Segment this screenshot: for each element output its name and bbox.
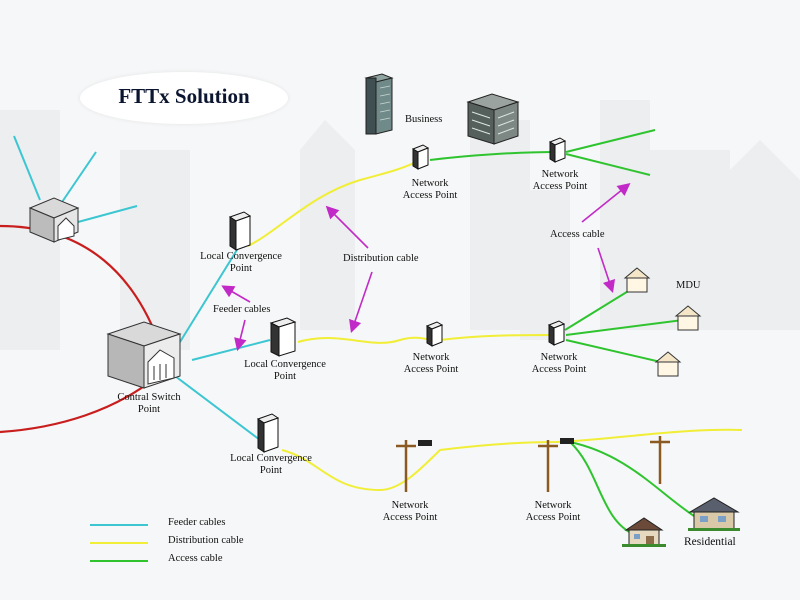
mdu-house-3-icon [654,351,682,377]
feeder-cable-nw-2 [59,151,97,206]
legend-swatch-access [90,560,148,562]
nap-mid-2-icon [547,320,566,346]
residential-house-2-icon [688,497,740,531]
legend-swatch-feeder [90,524,148,526]
access-cable-mdu-1 [564,289,631,331]
nap-top-right-icon [548,137,567,163]
business-building-icon [466,93,520,145]
arrow-access-down [597,247,616,294]
feeder-cable-nw-3 [77,205,138,223]
annotation-distribution-cable: Distribution cable [343,253,419,264]
pole-1-icon [396,440,432,492]
nap-business-icon [411,144,430,170]
access-cable-res-2 [569,441,701,521]
nap-mid-1-icon [425,321,444,347]
csp-ring-bottom [0,377,156,434]
label-lcp-bottom: Local Convergence Point [230,453,312,476]
pole-3-icon [650,436,670,484]
access-cable-business [429,151,557,161]
label-nap-mid-1: Network Access Point [403,352,459,375]
label-nap-bottom-2: Network Access Point [525,500,581,523]
business-tower-icon [364,73,394,135]
label-nap-top-right: Network Access Point [532,169,588,192]
nw-switch-icon [28,197,80,243]
label-lcp-mid: Local Convergence Point [244,359,326,382]
access-cable-tr-1 [565,129,656,153]
lcp-top-icon [228,211,252,251]
legend-label-access: Access cable [168,553,223,564]
label-nap-business: Network Access Point [402,178,458,201]
access-cable-mdu-2 [565,319,684,336]
feeder-cable-lcp-bottom [174,375,261,441]
arrow-distribution-down [349,271,373,334]
access-cable-mdu-3 [565,339,666,364]
label-residential: Residential [684,536,736,548]
legend-label-feeder: Feeder cables [168,517,226,528]
mdu-house-2-icon [674,305,702,331]
distribution-cable-top [247,159,421,247]
legend-swatch-distribution [90,542,148,544]
mdu-house-1-icon [623,267,651,293]
arrow-feeder-down [234,319,247,352]
label-lcp-top: Local Convergence Point [200,251,282,274]
residential-house-1-icon [622,517,666,547]
label-mdu: MDU [676,280,701,291]
annotation-access-cable: Access cable [550,229,605,240]
distribution-cable-mid [297,334,557,344]
arrow-distribution-up [325,205,369,249]
access-cable-res-1 [569,441,636,536]
diagram-title: FTTx Solution [118,84,250,108]
label-central-switch-point: Contral Switch Point [117,392,181,415]
feeder-cable-lcp-top [179,244,241,343]
annotation-feeder-cables: Feeder cables [213,304,271,315]
central-switch-icon [106,321,182,389]
label-nap-bottom-1: Network Access Point [382,500,438,523]
lcp-mid-icon [269,317,297,357]
arrow-access-up [581,182,631,223]
feeder-cable-nw-1 [13,135,41,201]
distribution-cable-bottom [281,428,743,492]
access-cable-tr-2 [565,153,651,176]
legend-label-distribution: Distribution cable [168,535,244,546]
arrow-feeder-up [221,285,251,303]
title-oval [80,72,288,124]
feeder-cable-lcp-mid [191,339,271,361]
label-nap-mid-2: Network Access Point [531,352,587,375]
lcp-bottom-icon [256,413,280,453]
pole-2-icon [538,438,574,492]
label-business: Business [405,114,443,125]
